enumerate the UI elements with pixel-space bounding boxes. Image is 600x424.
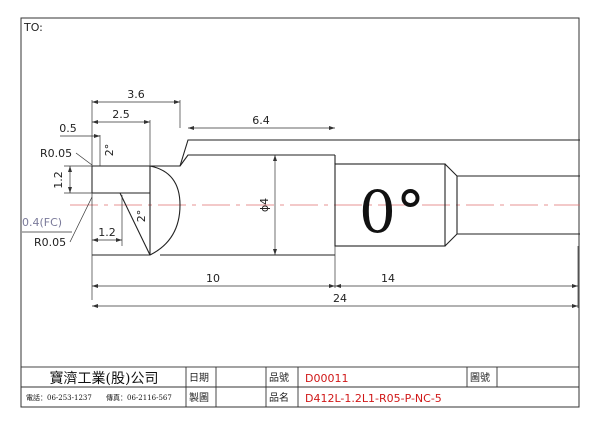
to-label: TO: (23, 21, 43, 34)
dim-shank-length: 14 (381, 272, 395, 285)
dim-tip-height: 1.2 (52, 171, 65, 189)
drawing-border (20, 17, 580, 408)
part-no-value: D00011 (305, 372, 348, 385)
part-name-label: 品名 (269, 391, 289, 404)
dim-radius-top: R0.05 (40, 147, 72, 160)
company-fax: 傳真：06-2116-567 (106, 393, 172, 402)
drawing-no-label: 圖號 (470, 371, 490, 384)
dim-angle-top: 2° (103, 144, 116, 157)
date-label: 日期 (189, 372, 209, 384)
dimension-lines (22, 100, 579, 308)
part-name-value: D412L-1.2L1-R05-P-NC-5 (305, 392, 442, 405)
dim-neck-diameter: ϕ4 (258, 198, 271, 212)
title-block (20, 366, 580, 408)
dim-neck-length: 10 (206, 272, 220, 285)
part-no-label: 品號 (269, 371, 289, 384)
dim-flute-label: 0.4(FC) (22, 216, 62, 229)
dim-head-length: 3.6 (127, 88, 145, 101)
draft-label: 製圖 (189, 391, 209, 404)
dim-tip-length: 2.5 (112, 108, 130, 121)
part-outline (91, 139, 580, 256)
dim-radius-bottom: R0.05 (34, 236, 66, 249)
dim-angle-bottom: 2° (135, 210, 148, 223)
company-name: 寶濟工業(股)公司 (50, 371, 159, 387)
dim-overall-length: 24 (333, 292, 347, 305)
dimension-arrows (68, 100, 578, 308)
dim-step-length: 6.4 (252, 114, 270, 127)
dim-bottom-width: 1.2 (98, 226, 116, 239)
company-phone: 電話：06-253-1237 (26, 393, 92, 402)
shank-marking: 0° (359, 178, 425, 246)
dim-tip-offset: 0.5 (59, 122, 77, 135)
